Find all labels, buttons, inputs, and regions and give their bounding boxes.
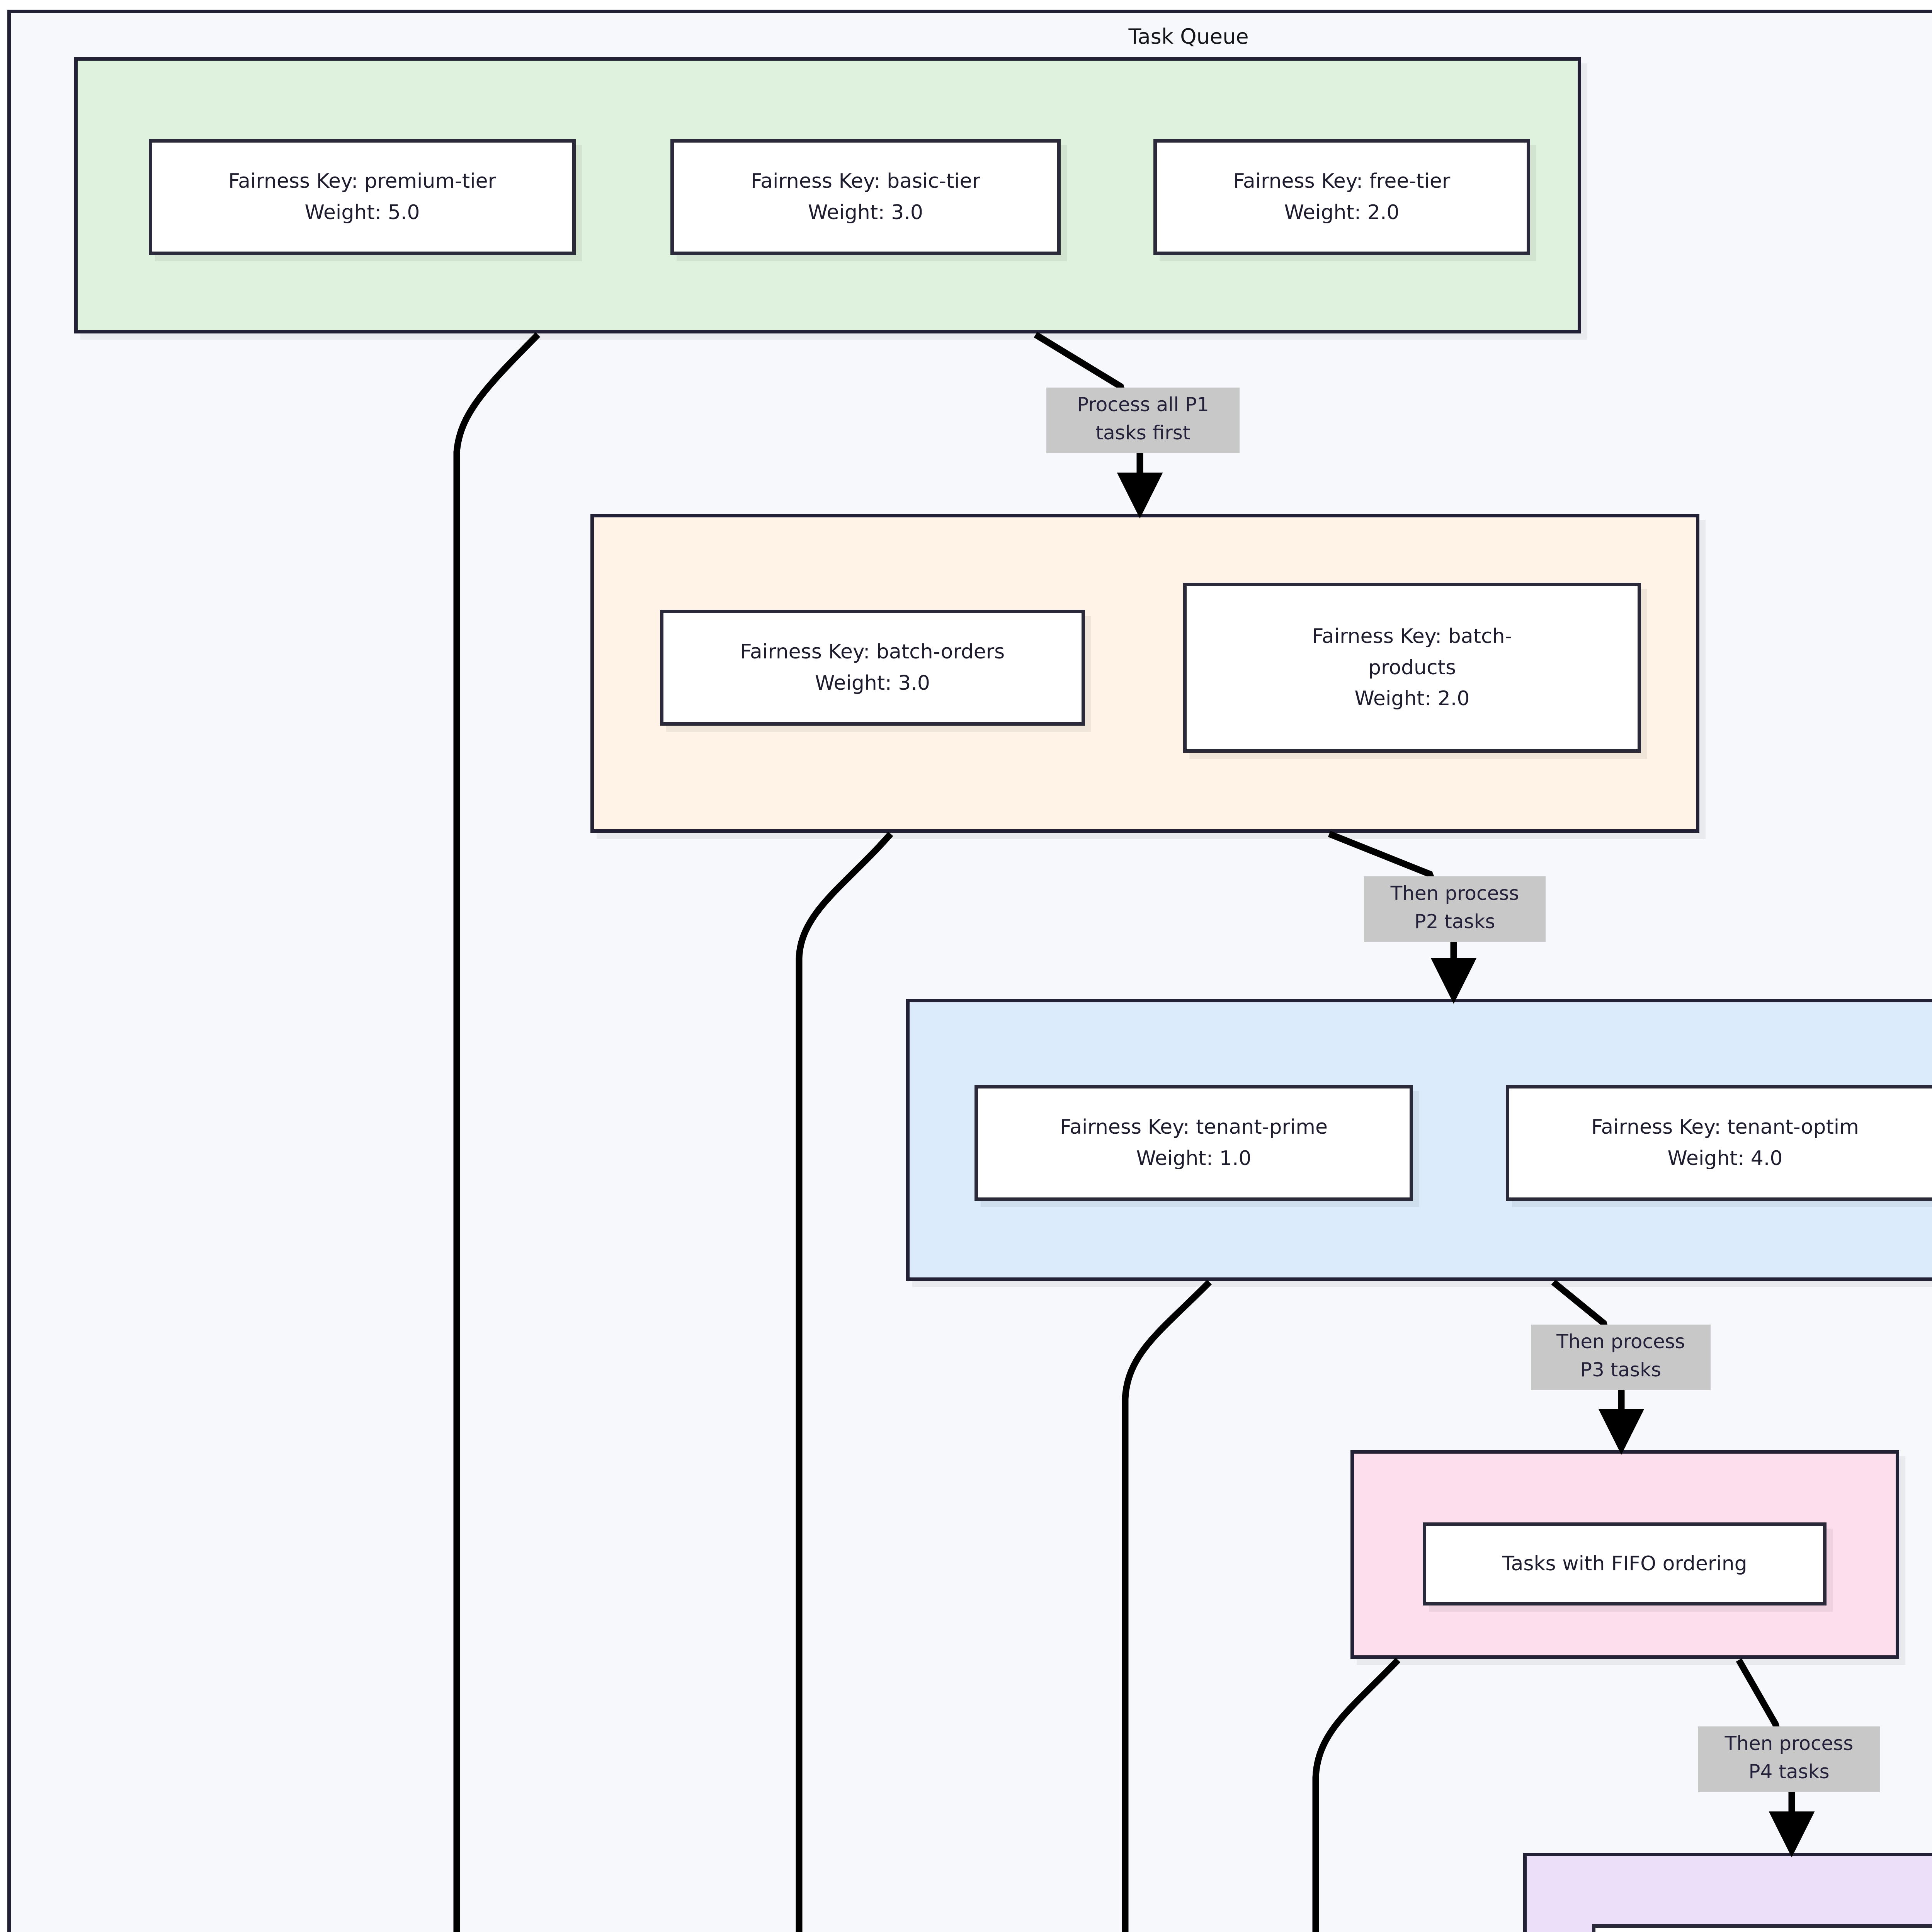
edge-label-p1-to-p2: Process all P1 tasks first xyxy=(1046,388,1240,453)
task-queue-title: Task Queue xyxy=(1128,24,1249,49)
fairness-key-label: Fairness Key: free-tier xyxy=(1233,170,1451,193)
fairness-key-label: Fairness Key: tenant-prime xyxy=(1060,1116,1328,1139)
fifo-label: Tasks with FIFO ordering xyxy=(1502,1552,1747,1576)
tasks-fifo-p4[interactable]: Tasks with FIFO ordering xyxy=(1423,1522,1827,1605)
fairness-key-premium-tier[interactable]: Fairness Key: premium-tier Weight: 5.0 xyxy=(149,139,576,255)
fairness-key-free-tier[interactable]: Fairness Key: free-tier Weight: 2.0 xyxy=(1153,139,1530,255)
weight-label: Weight: 2.0 xyxy=(1354,687,1470,711)
fairness-key-tenant-optim[interactable]: Fairness Key: tenant-optim Weight: 4.0 xyxy=(1506,1085,1932,1201)
cluster-priority-level-5 xyxy=(1523,1853,1932,1932)
weight-label: Weight: 5.0 xyxy=(304,201,420,224)
weight-label: Weight: 1.0 xyxy=(1136,1147,1252,1170)
edge-label-p4-to-p5: Then process P4 tasks xyxy=(1698,1726,1880,1792)
fairness-key-basic-tier[interactable]: Fairness Key: basic-tier Weight: 3.0 xyxy=(670,139,1061,255)
fairness-key-label: Fairness Key: basic-tier xyxy=(750,170,981,193)
fairness-key-tenant-prime[interactable]: Fairness Key: tenant-prime Weight: 1.0 xyxy=(975,1085,1413,1201)
weight-label: Weight: 4.0 xyxy=(1667,1147,1783,1170)
fairness-key-label: Fairness Key: premium-tier xyxy=(228,170,497,193)
fairness-key-label-cont: products xyxy=(1368,656,1456,679)
fairness-key-batch-orders[interactable]: Fairness Key: batch-orders Weight: 3.0 xyxy=(660,610,1085,726)
edge-label-p2-to-p3: Then process P2 tasks xyxy=(1364,876,1546,942)
weight-label: Weight: 3.0 xyxy=(815,672,930,695)
weight-label: Weight: 2.0 xyxy=(1284,201,1400,224)
fairness-key-label: Fairness Key: batch-orders xyxy=(740,640,1005,664)
tasks-fifo-p5[interactable]: Tasks with FIFO ordering xyxy=(1592,1924,1932,1932)
weight-label: Weight: 3.0 xyxy=(808,201,923,224)
fairness-key-label: Fairness Key: batch- xyxy=(1312,625,1512,648)
fairness-key-label: Fairness Key: tenant-optim xyxy=(1591,1116,1859,1139)
edge-label-p3-to-p4: Then process P3 tasks xyxy=(1531,1325,1711,1390)
fairness-key-batch-products[interactable]: Fairness Key: batch- products Weight: 2.… xyxy=(1183,583,1641,753)
